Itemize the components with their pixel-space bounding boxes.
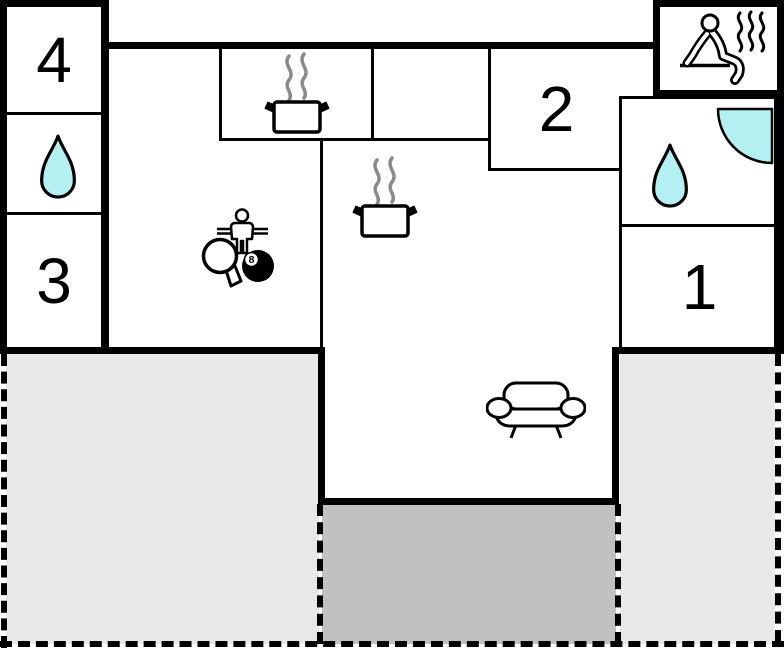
room-4-label: 4 — [36, 23, 72, 96]
steam-icon — [747, 10, 755, 52]
wall-sauna-bottom — [653, 90, 784, 97]
steam-icon — [300, 52, 308, 100]
wall-room2-bottom — [488, 168, 622, 171]
foosball-player-icon — [217, 208, 268, 255]
wall-kitchen-left — [219, 49, 222, 141]
game-room-icons: 8 — [201, 208, 274, 288]
billiard-ball-label: 8 — [249, 254, 255, 266]
room-2-label: 2 — [538, 72, 575, 145]
terrace-dashed-border-bottom — [0, 641, 784, 647]
wall-left-column-right — [101, 0, 109, 354]
wall-kitchen-divider — [371, 49, 374, 141]
shower-icon — [716, 107, 774, 165]
room-1-box — [619, 224, 777, 351]
wall-room2-left — [488, 49, 491, 171]
terrace-middle — [322, 504, 616, 644]
wall-living-right — [612, 347, 619, 505]
sauna-person-icon — [680, 10, 766, 85]
wall-middle-top — [101, 42, 660, 49]
wall-outer-left — [0, 0, 7, 354]
terrace-divider-right — [615, 504, 621, 644]
wall-sauna-left — [653, 0, 660, 97]
sofa-icon — [486, 381, 586, 439]
room-3-label: 3 — [36, 245, 72, 317]
steam-icon — [373, 158, 381, 206]
wall-living-bottom — [318, 498, 619, 505]
steam-icon — [758, 11, 766, 53]
room-1-label: 1 — [681, 251, 718, 323]
steam-icon — [285, 54, 293, 102]
wall-living-left — [318, 347, 325, 505]
wall-divider-bath-room3 — [7, 212, 101, 215]
terrace-dashed-border-left — [1, 354, 7, 648]
terrace-right — [620, 354, 775, 644]
wall-bottom-right — [612, 347, 784, 354]
wall-sauna-top — [653, 0, 784, 7]
water-drop-icon — [652, 143, 688, 208]
table-tennis-paddle-icon — [201, 237, 243, 288]
terrace-left — [6, 354, 319, 644]
wall-outer-top-left — [0, 0, 109, 7]
wall-divider-room4-bath — [7, 112, 101, 115]
terrace-divider-left — [317, 504, 323, 644]
wall-outer-right — [777, 0, 784, 354]
wall-gameroom-living-divider — [320, 141, 323, 347]
steam-icon — [736, 11, 744, 53]
water-drop-icon — [40, 134, 76, 199]
wall-kitchen-bottom — [219, 138, 491, 141]
steam-icon — [388, 156, 396, 204]
cooking-pot-icon — [264, 52, 330, 134]
wall-bottom-left — [0, 347, 325, 354]
cooking-pot-icon — [352, 156, 418, 238]
terrace-dashed-border-right — [775, 354, 781, 642]
billiard-ball-icon: 8 — [242, 250, 274, 282]
